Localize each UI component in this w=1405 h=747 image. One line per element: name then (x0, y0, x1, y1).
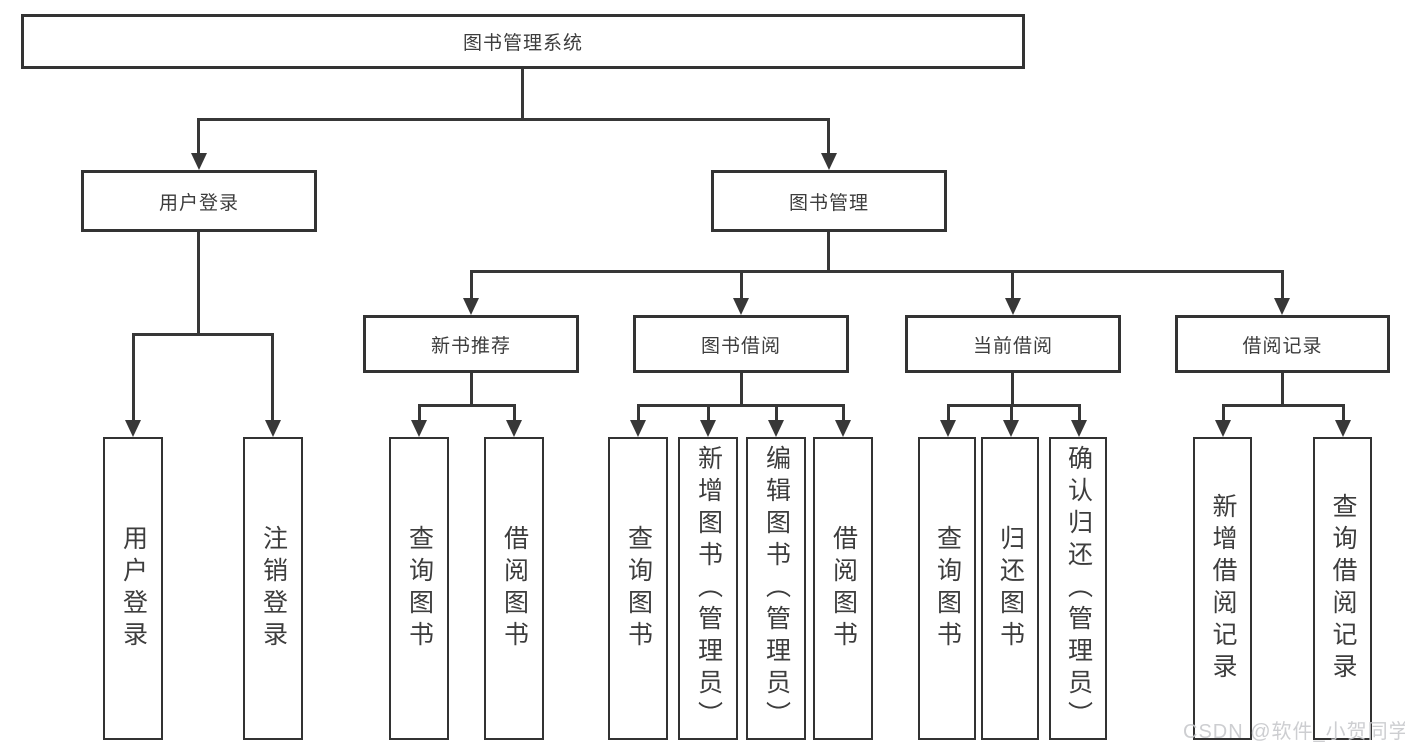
leaf-label: 查询借阅记录 (1329, 492, 1357, 685)
connector (197, 232, 200, 335)
arrowhead-icon (125, 420, 141, 437)
node-borrowing-records: 借阅记录 (1175, 315, 1390, 373)
leaf-query-borrow-record: 查询借阅记录 (1313, 437, 1372, 740)
arrowhead-icon (835, 420, 851, 437)
connector (637, 404, 640, 421)
arrowhead-icon (1003, 420, 1019, 437)
connector (1222, 404, 1345, 407)
csdn-watermark: CSDN @软件_小贺同学 (1183, 721, 1405, 743)
connector (827, 118, 830, 156)
connector (1222, 404, 1225, 421)
connector (418, 404, 516, 407)
connector (1281, 270, 1284, 299)
leaf-label: 查询图书 (624, 524, 653, 653)
connector (827, 232, 830, 272)
leaf-label: 查询图书 (405, 524, 434, 653)
node-label: 用户登录 (158, 192, 239, 214)
arrowhead-icon (630, 420, 646, 437)
node-label: 图书管理系统 (462, 33, 583, 54)
connector (947, 404, 950, 421)
connector (470, 270, 473, 299)
arrowhead-icon (1335, 420, 1351, 437)
node-label: 当前借阅 (972, 335, 1053, 357)
connector (470, 373, 473, 406)
connector (637, 404, 845, 407)
connector (271, 333, 274, 421)
leaf-confirm-return-admin: 确认归还（管理员） (1049, 437, 1107, 740)
node-book-borrowing: 图书借阅 (633, 315, 849, 373)
leaf-label: 归还图书 (996, 524, 1025, 653)
arrowhead-icon (1274, 298, 1290, 315)
leaf-label: 新增借阅记录 (1209, 492, 1237, 685)
connector (197, 118, 200, 156)
connector (418, 404, 421, 421)
node-label: 借阅记录 (1242, 335, 1323, 357)
connector (707, 404, 710, 421)
node-book-management: 图书管理 (711, 170, 947, 232)
node-user-login: 用户登录 (81, 170, 317, 232)
connector (1281, 373, 1284, 406)
arrowhead-icon (463, 298, 479, 315)
leaf-query-books-recommend: 查询图书 (389, 437, 449, 740)
leaf-label: 借阅图书 (500, 524, 529, 653)
arrowhead-icon (191, 153, 207, 170)
leaf-edit-books-admin: 编辑图书（管理员） (746, 437, 806, 740)
arrowhead-icon (1005, 298, 1021, 315)
connector (947, 404, 1081, 407)
connector (842, 404, 845, 421)
connector (775, 404, 778, 421)
leaf-add-books-admin: 新增图书（管理员） (678, 437, 738, 740)
arrowhead-icon (506, 420, 522, 437)
connector (521, 69, 524, 119)
connector (197, 118, 830, 121)
connector (513, 404, 516, 421)
node-current-borrowing: 当前借阅 (905, 315, 1121, 373)
leaf-label: 编辑图书（管理员） (762, 444, 791, 733)
leaf-user-login: 用户登录 (103, 437, 163, 740)
leaf-label: 新增图书（管理员） (694, 444, 723, 733)
leaf-return-books: 归还图书 (981, 437, 1039, 740)
connector (740, 270, 743, 299)
arrowhead-icon (411, 420, 427, 437)
leaf-label: 确认归还（管理员） (1064, 444, 1093, 733)
arrowhead-icon (700, 420, 716, 437)
connector (740, 373, 743, 406)
leaf-borrow-books-borrowing: 借阅图书 (813, 437, 873, 740)
node-new-book-recommendation: 新书推荐 (363, 315, 579, 373)
leaf-borrow-books-recommend: 借阅图书 (484, 437, 544, 740)
arrowhead-icon (768, 420, 784, 437)
connector (1011, 373, 1014, 406)
connector (132, 333, 135, 421)
arrowhead-icon (1215, 420, 1231, 437)
node-book-management-system: 图书管理系统 (21, 14, 1025, 69)
arrowhead-icon (940, 420, 956, 437)
leaf-label: 借阅图书 (829, 524, 858, 653)
arrowhead-icon (733, 298, 749, 315)
arrowhead-icon (821, 153, 837, 170)
leaf-logout: 注销登录 (243, 437, 303, 740)
node-label: 新书推荐 (430, 335, 511, 357)
connector (132, 333, 274, 336)
node-label: 图书管理 (788, 192, 869, 214)
leaf-query-books-borrowing: 查询图书 (608, 437, 668, 740)
connector (470, 270, 1283, 273)
connector (1011, 270, 1014, 299)
leaf-label: 查询图书 (933, 524, 962, 653)
arrowhead-icon (265, 420, 281, 437)
leaf-label: 用户登录 (119, 524, 148, 653)
leaf-query-books-current: 查询图书 (918, 437, 976, 740)
connector (1342, 404, 1345, 421)
arrowhead-icon (1071, 420, 1087, 437)
node-label: 图书借阅 (700, 335, 781, 357)
leaf-add-borrow-record: 新增借阅记录 (1193, 437, 1252, 740)
connector (1010, 404, 1013, 421)
leaf-label: 注销登录 (259, 524, 288, 653)
connector (1078, 404, 1081, 421)
